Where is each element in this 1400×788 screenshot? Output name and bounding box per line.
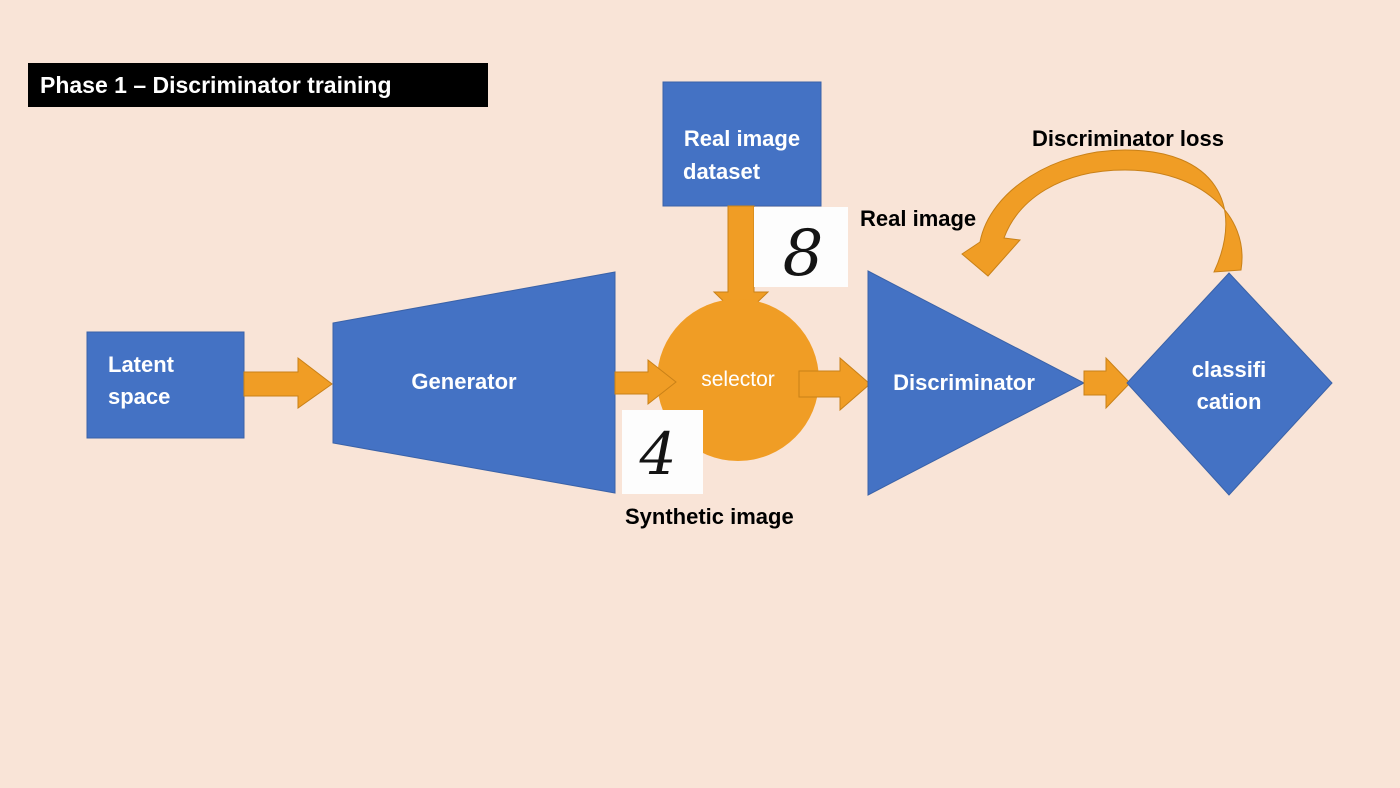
phase-title: Phase 1 – Discriminator training	[28, 63, 488, 107]
arrow-latent-to-generator	[243, 356, 333, 409]
synthetic-digit-image	[622, 410, 703, 494]
latent-space-label-line1: Latent	[108, 352, 175, 377]
classification-diamond	[1126, 272, 1333, 496]
arrow-discriminator-to-classification	[1083, 356, 1131, 410]
real-digit: 8	[783, 217, 824, 291]
real-digit-image	[754, 207, 848, 287]
classification-label-line2: cation	[1197, 389, 1262, 414]
arrow-selector-to-discriminator	[798, 356, 871, 412]
loss-feedback-arrow	[961, 149, 1243, 277]
real-dataset-box	[662, 81, 822, 207]
real-dataset-label-line2: dataset	[683, 159, 761, 184]
discriminator-label: Discriminator	[893, 370, 1035, 395]
generator-label: Generator	[411, 369, 517, 394]
real-image-label: Real image	[860, 206, 976, 231]
selector-label: selector	[701, 368, 775, 391]
latent-space-label-line2: space	[108, 384, 170, 409]
discriminator-shape	[867, 270, 1086, 496]
synthetic-image-label: Synthetic image	[625, 504, 794, 529]
generator-shape	[332, 271, 616, 494]
synthetic-digit: 4	[639, 420, 677, 488]
real-dataset-label-line1: Real image	[684, 126, 800, 151]
discriminator-loss-label: Discriminator loss	[1032, 126, 1224, 151]
arrow-generator-to-selector	[614, 358, 677, 406]
latent-space-box	[86, 331, 245, 439]
classification-label-line1: classifi	[1192, 357, 1267, 382]
